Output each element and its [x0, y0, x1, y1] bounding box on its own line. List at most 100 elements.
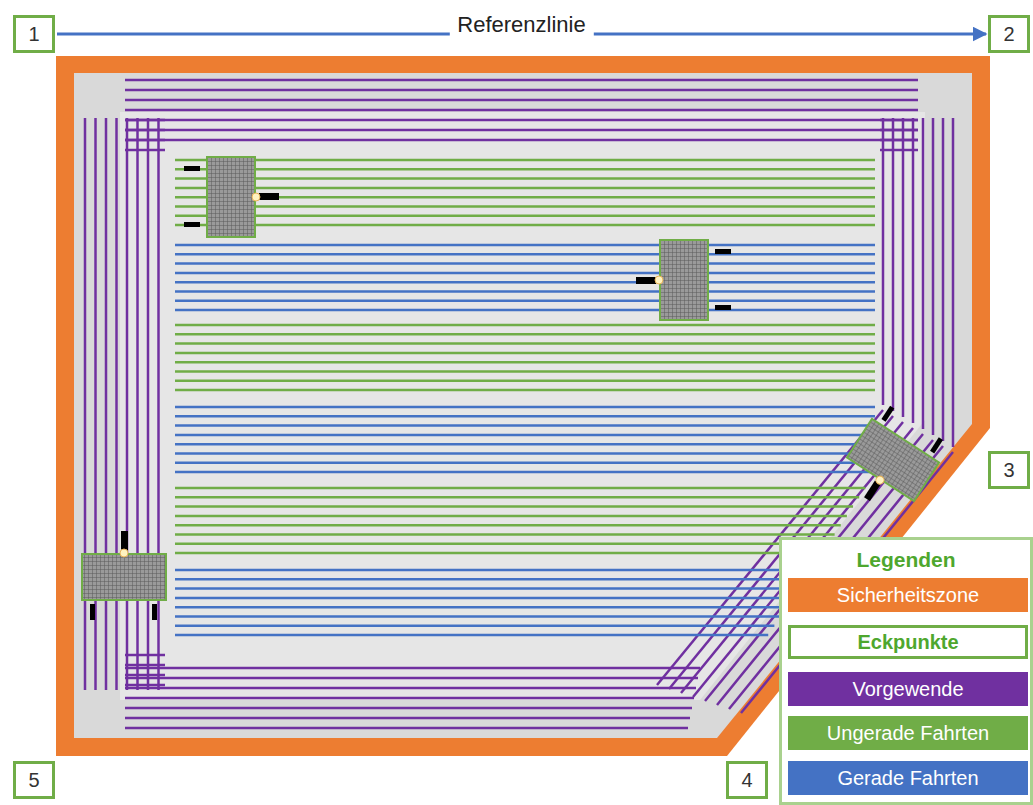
pass-line — [175, 224, 875, 227]
headland-line — [125, 667, 700, 670]
pass-line — [175, 625, 774, 628]
pass-line — [175, 434, 875, 437]
pass-line — [175, 370, 875, 373]
headland-line — [125, 119, 918, 122]
machine — [636, 240, 731, 320]
pass-line — [175, 443, 875, 446]
pass-line — [175, 515, 847, 518]
pass-line — [175, 452, 875, 455]
pass-line — [175, 587, 799, 590]
pass-line — [175, 505, 853, 508]
machine — [184, 157, 279, 237]
pass-line — [175, 159, 875, 162]
headland-line — [902, 118, 905, 417]
pass-line — [175, 380, 875, 383]
machine — [82, 531, 166, 620]
corner-number: 1 — [28, 23, 39, 46]
headland-line — [125, 89, 918, 92]
pass-line — [175, 597, 793, 600]
headland-line — [115, 118, 118, 690]
pass-line — [175, 272, 875, 275]
headland-line — [125, 677, 698, 680]
headland-line — [125, 687, 696, 690]
pass-line — [175, 187, 875, 190]
headland-line — [125, 129, 918, 132]
headland-line — [125, 674, 165, 677]
corner-point-box: 3 — [988, 451, 1030, 489]
legend-swatch: Eckpunkte — [788, 625, 1028, 659]
machine — [834, 401, 951, 521]
corner-point-box: 1 — [13, 15, 55, 53]
corner-number: 5 — [28, 769, 39, 792]
pass-line — [175, 552, 822, 555]
headland-line — [125, 654, 165, 657]
pass-line — [175, 578, 805, 581]
corner-point-box: 2 — [988, 15, 1030, 53]
headland-line — [125, 139, 918, 142]
pass-line — [175, 352, 875, 355]
pass-line — [175, 424, 875, 427]
legend-box: LegendenSicherheitszoneEckpunkteVorgewen… — [779, 537, 1033, 805]
pass-line — [175, 569, 811, 572]
headland-line — [125, 109, 918, 112]
pass-line — [175, 415, 875, 418]
headland-line — [922, 118, 925, 429]
headland-line — [125, 684, 165, 687]
pass-line — [175, 406, 875, 409]
headland-line — [952, 118, 955, 447]
pass-line — [175, 634, 768, 637]
headland-line — [125, 697, 694, 700]
headland-line — [126, 118, 129, 690]
pass-line — [175, 462, 875, 465]
headland-line — [125, 79, 918, 82]
pass-line — [175, 524, 841, 527]
headland-line — [125, 717, 690, 720]
legend-text: Vorgewende — [852, 678, 963, 701]
pass-line — [175, 606, 787, 609]
headland-line — [105, 118, 108, 690]
pass-line — [175, 471, 875, 474]
headland-line — [136, 118, 139, 690]
pass-line — [175, 309, 875, 312]
headland-line — [125, 707, 692, 710]
pass-line — [175, 342, 875, 345]
legend-text: Sicherheitszone — [837, 584, 979, 607]
pass-line — [175, 615, 781, 618]
pass-line — [175, 487, 865, 490]
pass-line — [175, 533, 835, 536]
pass-line — [175, 244, 875, 247]
legend-text: Gerade Fahrten — [837, 767, 978, 790]
pass-line — [175, 281, 875, 284]
legend-swatch: Ungerade Fahrten — [788, 716, 1028, 750]
legend-text: Ungerade Fahrten — [827, 722, 989, 745]
legend-swatch: Vorgewende — [788, 672, 1028, 706]
corner-number: 4 — [741, 769, 752, 792]
corner-number: 3 — [1003, 459, 1014, 482]
pass-line — [175, 196, 875, 199]
headland-line — [84, 118, 87, 690]
headland-line — [125, 99, 918, 102]
headland-line — [125, 664, 165, 667]
corner-point-box: 5 — [13, 761, 55, 799]
pass-line — [175, 168, 875, 171]
pass-line — [175, 253, 875, 256]
headland-line — [912, 118, 915, 423]
legend-title: Legenden — [782, 548, 1030, 572]
headland-line — [932, 118, 935, 435]
legend-text: Eckpunkte — [857, 631, 958, 654]
pass-line — [175, 215, 875, 218]
corner-point-box: 4 — [726, 761, 768, 799]
headland-line — [157, 118, 160, 690]
pass-line — [175, 496, 859, 499]
headland-line — [882, 118, 885, 405]
pass-line — [175, 333, 875, 336]
legend-swatch: Sicherheitszone — [788, 578, 1028, 612]
pass-line — [175, 262, 875, 265]
legend-swatch: Gerade Fahrten — [788, 761, 1028, 795]
pass-line — [175, 300, 875, 303]
pass-line — [175, 177, 875, 180]
pass-line — [175, 543, 828, 546]
pass-line — [175, 290, 875, 293]
headland-line — [125, 727, 688, 730]
pass-line — [175, 324, 875, 327]
